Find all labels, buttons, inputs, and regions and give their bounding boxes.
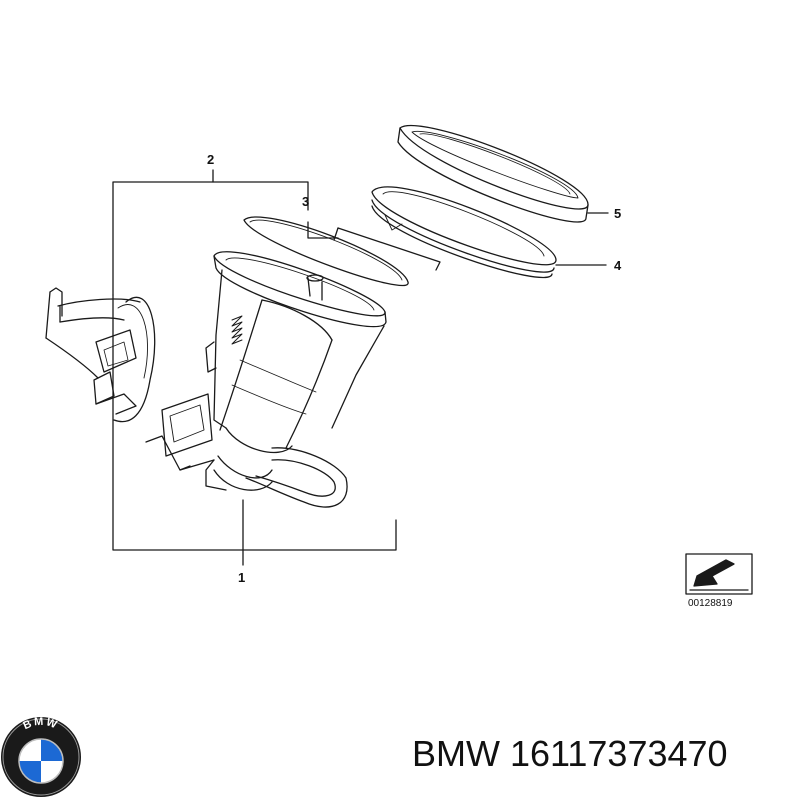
reference-number: 00128819 (688, 598, 733, 609)
level-sensor-part (45, 287, 156, 423)
callout-1: 1 (238, 570, 245, 585)
logo-lettering: BMW (21, 716, 58, 732)
fuel-pump-module-part (145, 251, 387, 508)
part-number-caption: BMW 16117373470 (412, 733, 728, 774)
callout-4: 4 (614, 258, 622, 273)
callout-2: 2 (207, 152, 214, 167)
sealing-ring-part (371, 186, 557, 279)
bmw-logo: BMW (1, 716, 81, 797)
gasket-part (243, 216, 441, 287)
callout-3: 3 (302, 194, 309, 209)
locking-ring-part (397, 124, 589, 223)
callout-5: 5 (614, 206, 621, 221)
reference-arrow-box (685, 553, 753, 595)
svg-text:BMW: BMW (21, 716, 60, 732)
group-bracket-lines (112, 169, 397, 566)
